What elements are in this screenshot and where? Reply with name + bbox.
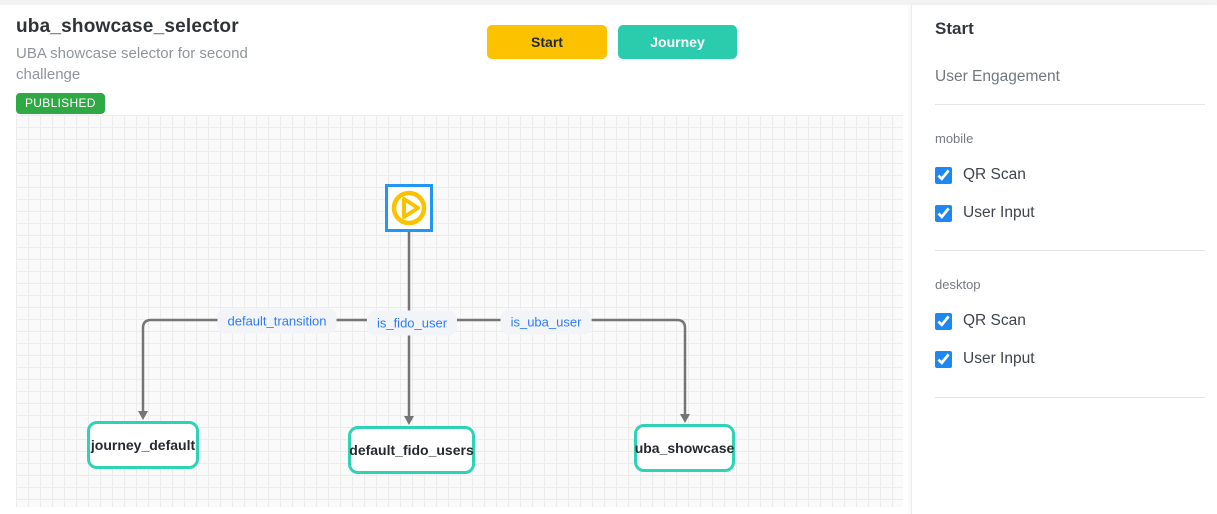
checkbox-row-mobile-user-input[interactable]: User Input (935, 204, 1205, 222)
node-default-fido-users[interactable]: default_fido_users (348, 426, 475, 474)
edge-label-default-transition[interactable]: default_transition (217, 308, 337, 334)
top-border (0, 0, 1217, 5)
divider (935, 250, 1205, 251)
desktop-user-input-checkbox[interactable] (935, 350, 952, 368)
page-subtitle: UBA showcase selector for second challen… (16, 45, 248, 83)
edge-label-is-uba-user[interactable]: is_uba_user (500, 309, 592, 335)
status-badge: PUBLISHED (16, 93, 105, 114)
edge-label-is-fido-user[interactable]: is_fido_user (366, 310, 458, 336)
flow-canvas[interactable]: default_transition is_fido_user is_uba_u… (16, 115, 903, 507)
checkbox-label[interactable]: User Input (963, 204, 1035, 221)
checkbox-row-desktop-user-input[interactable]: User Input (935, 350, 1205, 368)
node-uba-showcase[interactable]: uba_showcase (634, 424, 735, 472)
journey-tab-button[interactable]: Journey (618, 25, 737, 59)
checkbox-label[interactable]: QR Scan (963, 166, 1026, 183)
mobile-qr-scan-checkbox[interactable] (935, 166, 952, 184)
desktop-qr-scan-checkbox[interactable] (935, 312, 952, 330)
page-title: uba_showcase_selector (16, 16, 239, 37)
checkbox-row-desktop-qr-scan[interactable]: QR Scan (935, 312, 1205, 330)
divider (935, 397, 1205, 398)
start-node[interactable] (385, 184, 433, 232)
section-label-desktop: desktop (935, 277, 981, 292)
section-label-mobile: mobile (935, 131, 974, 146)
header: uba_showcase_selector UBA showcase selec… (16, 16, 276, 114)
checkbox-label[interactable]: QR Scan (963, 312, 1026, 329)
panel-subtitle: User Engagement (935, 68, 1060, 85)
checkbox-label[interactable]: User Input (963, 350, 1035, 367)
properties-panel: Start User Engagement mobile QR Scan Use… (911, 5, 1217, 514)
play-icon (389, 188, 429, 228)
mobile-user-input-checkbox[interactable] (935, 204, 952, 222)
start-tab-button[interactable]: Start (487, 25, 607, 59)
divider (935, 104, 1205, 105)
panel-title: Start (935, 19, 974, 38)
node-journey-default[interactable]: journey_default (87, 421, 199, 469)
checkbox-row-mobile-qr-scan[interactable]: QR Scan (935, 166, 1205, 184)
